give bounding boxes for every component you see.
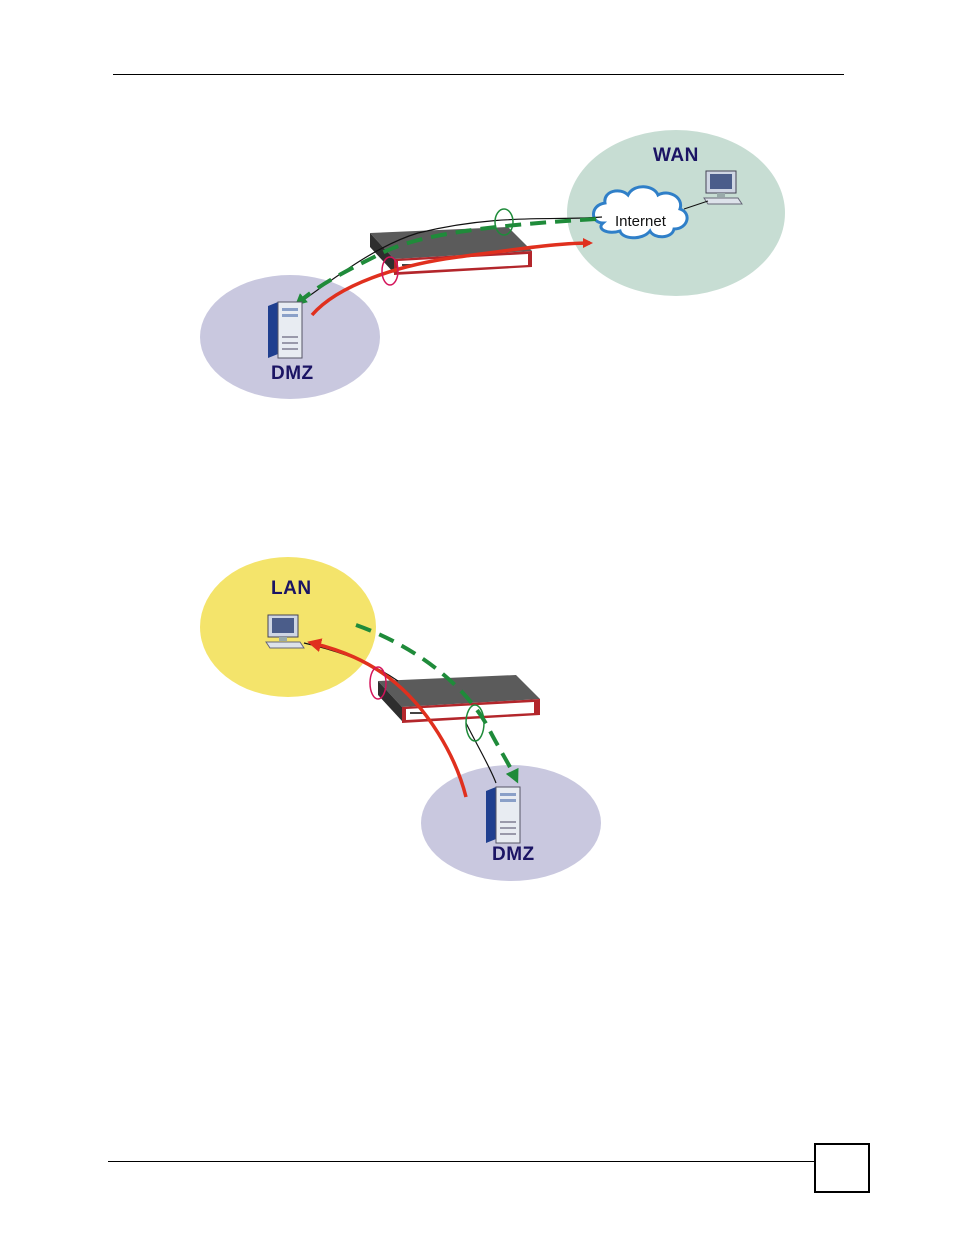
- dmz-label: DMZ: [271, 363, 314, 385]
- wan-label: WAN: [653, 145, 699, 167]
- header-rule: [113, 74, 844, 75]
- wan-computer-icon: [704, 171, 742, 204]
- firewall-device-icon: [378, 675, 540, 723]
- dmz-server-icon: [486, 787, 520, 843]
- lan-dmz-diagram-graphic: [198, 557, 606, 882]
- internet-label: Internet: [615, 213, 666, 230]
- page-number-box: [814, 1143, 870, 1193]
- wan-dmz-diagram-graphic: [198, 125, 790, 400]
- dmz-label: DMZ: [492, 844, 535, 866]
- lan-dmz-diagram: LAN DMZ: [198, 557, 606, 882]
- footer-rule: [108, 1161, 815, 1162]
- lan-computer-icon: [266, 615, 304, 648]
- wan-dmz-diagram: WAN Internet DMZ: [198, 125, 790, 400]
- dmz-server-icon: [268, 302, 302, 358]
- lan-label: LAN: [271, 578, 312, 600]
